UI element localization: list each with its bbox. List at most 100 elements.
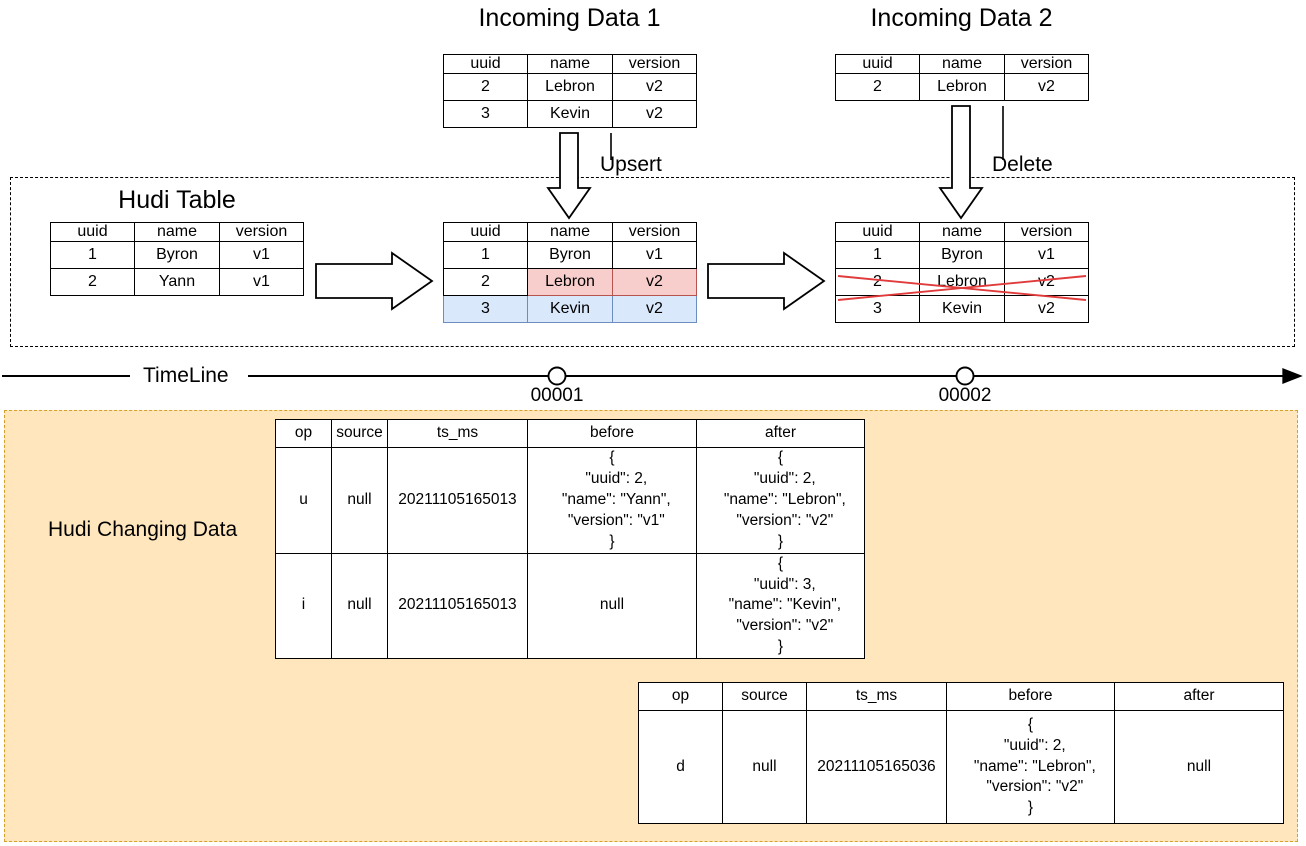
- cell-uuid: 2: [443, 73, 528, 102]
- cell-source: null: [331, 447, 388, 554]
- hudi-changing-data-label: Hudi Changing Data: [48, 518, 238, 541]
- column-header-ts-ms: ts_ms: [806, 682, 947, 711]
- column-header-version: version: [612, 53, 697, 75]
- table-row: 2 Yann v1: [50, 268, 304, 297]
- cell-ts-ms: 20211105165013: [387, 447, 528, 554]
- cell-uuid: 2: [50, 268, 135, 297]
- table-row: u null 20211105165013 { "uuid": 2, "name…: [275, 447, 865, 554]
- cell-version: v2: [612, 73, 697, 102]
- cell-name: Byron: [134, 241, 220, 270]
- column-header-after: after: [696, 419, 865, 448]
- timeline-commit-marker-00001: [547, 366, 567, 386]
- table-row: 1 Byron v1: [835, 241, 1089, 270]
- delete-label: Delete: [992, 153, 1053, 176]
- cell-before: { "uuid": 2, "name": "Lebron", "version"…: [946, 710, 1115, 824]
- column-header-name: name: [919, 221, 1005, 243]
- cell-name: Kevin: [919, 295, 1005, 324]
- column-header-name: name: [527, 221, 613, 243]
- column-header-op: op: [275, 419, 332, 448]
- cell-version: v1: [1004, 241, 1089, 270]
- cell-after: { "uuid": 2, "name": "Lebron", "version"…: [696, 447, 865, 554]
- incoming-data-1-title: Incoming Data 1: [478, 4, 661, 32]
- cell-uuid: 2: [443, 268, 528, 297]
- timeline-commit-00001-label: 00001: [530, 385, 584, 406]
- column-header-before: before: [527, 419, 697, 448]
- cell-source: null: [331, 552, 388, 660]
- column-header-version: version: [1004, 221, 1089, 243]
- column-header-uuid: uuid: [50, 221, 135, 243]
- table-row: 1 Byron v1: [50, 241, 304, 270]
- column-header-uuid: uuid: [835, 221, 920, 243]
- cell-version: v2: [1004, 295, 1089, 324]
- table-row: 1 Byron v1: [443, 241, 697, 270]
- cell-after: null: [1114, 710, 1284, 824]
- column-header-uuid: uuid: [835, 53, 920, 75]
- column-header-ts-ms: ts_ms: [387, 419, 528, 448]
- table-row: i null 20211105165013 null { "uuid": 3, …: [275, 552, 865, 660]
- table-row-deleted: 2 Lebron v2: [835, 268, 1089, 297]
- cell-uuid: 3: [443, 295, 528, 324]
- cell-source: null: [722, 710, 807, 824]
- cell-uuid: 3: [835, 295, 920, 324]
- hudi-table-initial: uuid name version 1 Byron v1 2 Yann v1: [50, 221, 304, 297]
- cell-op: d: [638, 710, 723, 824]
- table-header-row: uuid name version: [835, 221, 1089, 243]
- cell-uuid: 1: [835, 241, 920, 270]
- table-header-row: uuid name version: [443, 53, 697, 75]
- table-row: 2 Lebron v2: [835, 73, 1089, 102]
- column-header-source: source: [331, 419, 388, 448]
- cell-name: Byron: [527, 241, 613, 270]
- column-header-uuid: uuid: [443, 53, 528, 75]
- cell-name: Byron: [919, 241, 1005, 270]
- cell-after: { "uuid": 3, "name": "Kevin", "version":…: [696, 552, 865, 660]
- column-header-name: name: [527, 53, 613, 75]
- column-header-after: after: [1114, 682, 1284, 711]
- cell-name: Lebron: [919, 73, 1005, 102]
- column-header-name: name: [134, 221, 220, 243]
- cell-name: Yann: [134, 268, 220, 297]
- cell-version: v2: [612, 268, 697, 297]
- hudi-table-after-delete: uuid name version 1 Byron v1 2 Lebron v2…: [835, 221, 1089, 324]
- cell-name: Kevin: [527, 295, 613, 324]
- table-row: d null 20211105165036 { "uuid": 2, "name…: [638, 710, 1284, 824]
- column-header-version: version: [612, 221, 697, 243]
- table-header-row: uuid name version: [835, 53, 1089, 75]
- cell-uuid: 1: [50, 241, 135, 270]
- column-header-version: version: [1004, 53, 1089, 75]
- cell-ts-ms: 20211105165013: [387, 552, 528, 660]
- table-row: 2 Lebron v2: [443, 73, 697, 102]
- cell-version: v2: [612, 295, 697, 324]
- hudi-table-container: [10, 177, 1295, 347]
- upsert-label: Upsert: [600, 153, 662, 176]
- column-header-before: before: [946, 682, 1115, 711]
- column-header-source: source: [722, 682, 807, 711]
- column-header-uuid: uuid: [443, 221, 528, 243]
- cell-version: v1: [612, 241, 697, 270]
- table-row: 3 Kevin v2: [835, 295, 1089, 324]
- cell-name: Lebron: [919, 268, 1005, 297]
- column-header-op: op: [638, 682, 723, 711]
- cell-name: Kevin: [527, 100, 613, 129]
- table-header-row: uuid name version: [50, 221, 304, 243]
- changing-data-table-commit-00002: op source ts_ms before after d null 2021…: [638, 682, 1284, 824]
- cell-uuid: 1: [443, 241, 528, 270]
- cell-before: { "uuid": 2, "name": "Yann", "version": …: [527, 447, 697, 554]
- cell-before: null: [527, 552, 697, 660]
- cell-version: v2: [1004, 268, 1089, 297]
- table-row-updated: 2 Lebron v2: [443, 268, 697, 297]
- hudi-table-after-upsert: uuid name version 1 Byron v1 2 Lebron v2…: [443, 221, 697, 324]
- cell-version: v1: [219, 268, 304, 297]
- cell-op: i: [275, 552, 332, 660]
- timeline-label: TimeLine: [135, 364, 237, 388]
- cell-name: Lebron: [527, 73, 613, 102]
- cell-version: v2: [612, 100, 697, 129]
- timeline-commit-marker-00002: [955, 366, 975, 386]
- table-row: 3 Kevin v2: [443, 100, 697, 129]
- table-header-row: uuid name version: [443, 221, 697, 243]
- incoming-data-2-title: Incoming Data 2: [870, 4, 1053, 32]
- table-row-inserted: 3 Kevin v2: [443, 295, 697, 324]
- incoming-data-1-table: uuid name version 2 Lebron v2 3 Kevin v2: [443, 53, 697, 129]
- cell-uuid: 2: [835, 73, 920, 102]
- cell-name: Lebron: [527, 268, 613, 297]
- column-header-name: name: [919, 53, 1005, 75]
